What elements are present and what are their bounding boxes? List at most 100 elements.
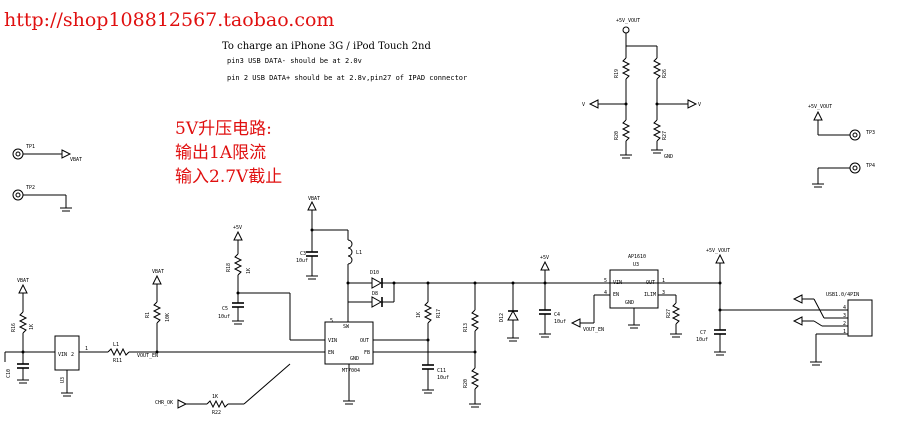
zener-d12: D12 — [499, 281, 519, 342]
svg-text:R20: R20 — [614, 131, 620, 140]
svg-text:R26: R26 — [662, 69, 668, 78]
svg-text:VOUT_EN: VOUT_EN — [583, 327, 604, 333]
testpoint-tp4: TP4 — [812, 162, 875, 188]
diodes-d10-d8: D10 D8 — [347, 270, 720, 308]
svg-text:R1: R1 — [145, 312, 151, 318]
svg-text:VBAT: VBAT — [17, 278, 29, 284]
svg-text:1K: 1K — [416, 312, 422, 318]
svg-text:C7: C7 — [700, 330, 706, 336]
svg-text:USB1.0/4PIN: USB1.0/4PIN — [826, 292, 859, 298]
svg-text:3: 3 — [662, 290, 665, 296]
r18-c5-section: +5V R18 1K C5 10uf — [218, 225, 325, 353]
testpoint-tp3: +5V_VOUT TP3 — [808, 104, 875, 141]
schematic-title: To charge an iPhone 3G / iPod Touch 2nd — [222, 41, 431, 52]
svg-text:10uf: 10uf — [296, 258, 308, 264]
svg-text:R11: R11 — [113, 358, 122, 364]
svg-text:ILIM: ILIM — [644, 292, 656, 298]
svg-text:U3: U3 — [60, 377, 66, 383]
svg-text:OUT: OUT — [360, 338, 369, 344]
note-data-minus: pin3 USB DATA- should be at 2.0v — [227, 57, 362, 65]
note-data-plus: pin 2 USB DATA+ should be at 2.8v,pin27 … — [227, 74, 467, 82]
svg-text:VOUT_EN: VOUT_EN — [137, 353, 158, 359]
svg-text:VIN: VIN — [58, 352, 67, 358]
svg-text:R16: R16 — [11, 323, 17, 332]
svg-text:R20: R20 — [463, 379, 469, 388]
r17-c11-section: 1K R17 C11 10uf — [416, 281, 449, 394]
svg-text:L1: L1 — [113, 342, 119, 348]
svg-text:D12: D12 — [499, 313, 505, 322]
svg-text:D10: D10 — [370, 270, 379, 276]
svg-text:10K: 10K — [165, 313, 171, 322]
annotation-line1: 5V升压电路: — [175, 119, 272, 139]
svg-text:VBAT: VBAT — [152, 269, 164, 275]
svg-text:GND: GND — [350, 356, 359, 362]
svg-text:5: 5 — [330, 318, 333, 324]
svg-text:VIN: VIN — [328, 338, 337, 344]
svg-text:1K: 1K — [212, 394, 218, 400]
inductor-section: VBAT C3 10uf L1 — [296, 196, 362, 322]
svg-text:10uf: 10uf — [696, 337, 708, 343]
chr-ok-section: CHR_OK 1K R22 — [155, 363, 291, 416]
svg-text:VBAT: VBAT — [70, 157, 82, 163]
svg-text:C4: C4 — [554, 312, 560, 318]
svg-text:C11: C11 — [437, 368, 446, 374]
r1-resistor: VBAT R1 10K — [145, 269, 171, 354]
svg-text:V: V — [582, 102, 585, 108]
svg-text:TP3: TP3 — [866, 130, 875, 136]
svg-text:10uf: 10uf — [218, 314, 230, 320]
svg-text:+5V_VOUT: +5V_VOUT — [616, 18, 640, 24]
svg-text:10uf: 10uf — [554, 319, 566, 325]
svg-text:1: 1 — [85, 346, 88, 352]
svg-text:10uf: 10uf — [437, 375, 449, 381]
svg-text:D8: D8 — [372, 291, 378, 297]
svg-text:EN: EN — [613, 292, 619, 298]
svg-text:R27: R27 — [666, 309, 672, 318]
svg-text:TP1: TP1 — [26, 144, 35, 150]
c4-section: +5V C4 10uf — [539, 255, 566, 338]
svg-text:R19: R19 — [614, 69, 620, 78]
svg-text:2: 2 — [71, 352, 74, 358]
feedback-divider: R13 R20 — [463, 281, 481, 408]
svg-text:2: 2 — [843, 321, 846, 327]
svg-text:R13: R13 — [463, 323, 469, 332]
annotation-line2: 输出1A限流 — [175, 143, 266, 163]
svg-text:AP1610: AP1610 — [628, 254, 646, 260]
svg-text:EN: EN — [328, 350, 334, 356]
shop-url: http://shop108812567.taobao.com — [4, 9, 334, 31]
svg-text:C5: C5 — [222, 306, 228, 312]
svg-text:TP2: TP2 — [26, 185, 35, 191]
svg-text:R27: R27 — [662, 131, 668, 140]
input-section: VBAT R16 1K C10 VIN U3 2 1 L1 R11 VOUT_E… — [4, 278, 290, 397]
svg-text:+5V_VOUT: +5V_VOUT — [706, 248, 730, 254]
svg-text:SW: SW — [343, 324, 350, 330]
svg-text:L1: L1 — [356, 250, 362, 256]
svg-text:FB: FB — [364, 350, 370, 356]
svg-text:OUT: OUT — [646, 280, 655, 286]
svg-text:GND: GND — [625, 300, 634, 306]
svg-text:CHR_OK: CHR_OK — [155, 400, 173, 406]
svg-text:VIN: VIN — [613, 280, 622, 286]
svg-text:+5V: +5V — [540, 255, 549, 261]
svg-text:R22: R22 — [212, 410, 221, 416]
svg-text:+5V_VOUT: +5V_VOUT — [808, 104, 832, 110]
svg-text:5: 5 — [604, 278, 607, 284]
svg-text:C3: C3 — [300, 251, 306, 257]
usb-connector: USB1.0/4PIN 4 3 2 1 — [720, 292, 873, 366]
svg-text:4: 4 — [843, 305, 846, 311]
output-c7-section: +5V_VOUT C7 10uf — [696, 248, 730, 356]
svg-text:1: 1 — [843, 329, 846, 335]
mt7004-chip: VIN EN SW OUT FB GND MT7004 5 — [324, 318, 475, 405]
svg-text:V: V — [698, 102, 701, 108]
testpoint-tp1: VBAT TP1 — [12, 144, 82, 163]
svg-text:+5V: +5V — [233, 225, 242, 231]
svg-text:1K: 1K — [246, 268, 252, 274]
svg-text:MT7004: MT7004 — [342, 368, 360, 374]
testpoint-tp2: TP2 — [12, 185, 72, 212]
svg-text:C10: C10 — [6, 369, 12, 378]
svg-text:4: 4 — [604, 290, 607, 296]
svg-text:GND: GND — [664, 154, 673, 160]
svg-text:U3: U3 — [633, 262, 639, 268]
annotation-line3: 输入2.7V截止 — [175, 167, 282, 187]
usb-data-divider: +5V_VOUT R19 R20 V R26 R27 GND V — [582, 18, 701, 160]
